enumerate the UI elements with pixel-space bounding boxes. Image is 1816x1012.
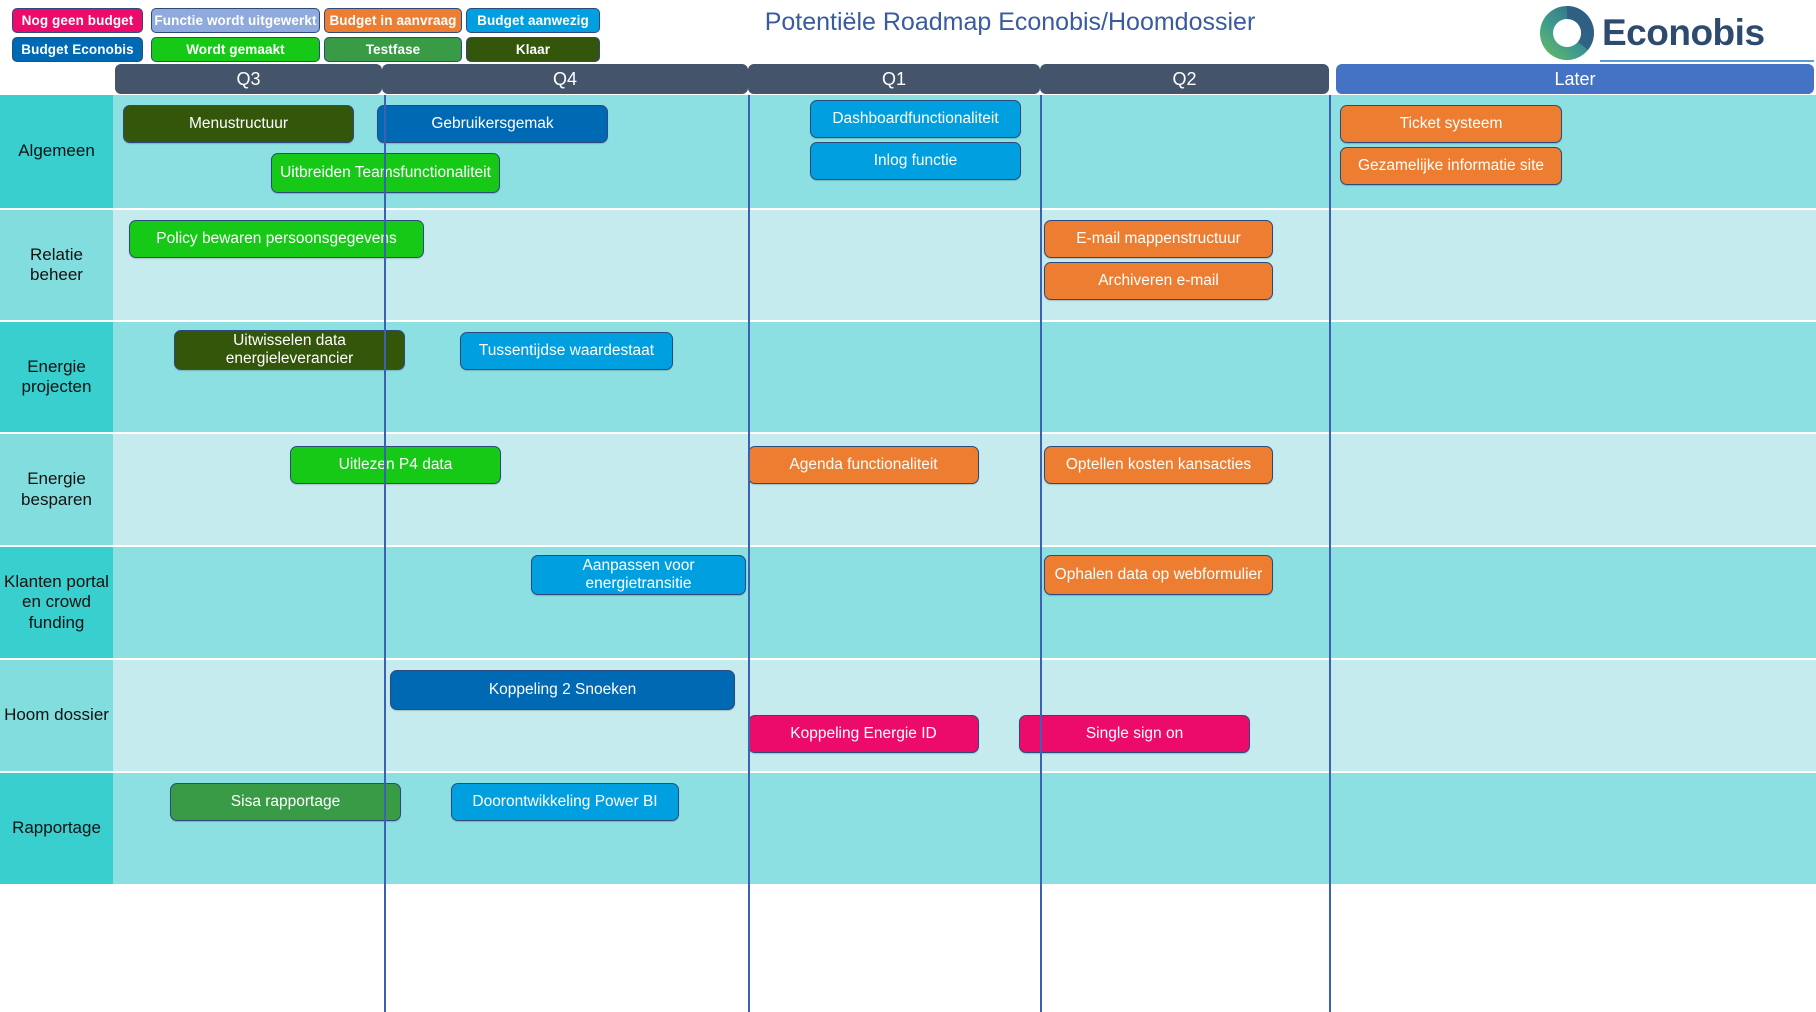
- row-band: Uitwisselen data energieleverancier Tusse…: [113, 322, 1816, 432]
- timeline-header-later[interactable]: Later: [1336, 64, 1814, 94]
- row-band: Sisa rapportage Doorontwikkeling Power BI: [113, 773, 1816, 884]
- row-label: Klanten portal en crowd funding: [0, 547, 113, 658]
- roadmap-card[interactable]: Gezamelijke informatie site: [1340, 147, 1562, 185]
- roadmap-card[interactable]: Tussentijdse waardestaat: [460, 332, 673, 370]
- roadmap-card[interactable]: Uitlezen P4 data: [290, 446, 501, 484]
- row-label: Energie projecten: [0, 322, 113, 432]
- legend-chip[interactable]: Nog geen budget: [12, 8, 143, 33]
- roadmap-card[interactable]: Policy bewaren persoonsgegevens: [129, 220, 424, 258]
- econobis-logo: Econobis: [1536, 2, 1816, 64]
- roadmap-card[interactable]: Koppeling 2 Snoeken: [390, 670, 735, 710]
- row-band: Policy bewaren persoonsgegevens E-mail ma…: [113, 210, 1816, 320]
- today-marker-line: [384, 95, 386, 1012]
- column-divider: [1329, 95, 1331, 1012]
- row-band: Aanpassen voor energietransitie Ophalen d…: [113, 547, 1816, 658]
- row-label: Algemeen: [0, 95, 113, 208]
- legend-chip[interactable]: Testfase: [324, 37, 462, 62]
- roadmap-card[interactable]: Single sign on: [1019, 715, 1250, 753]
- page-title: Potentiële Roadmap Econobis/Hoomdossier: [764, 7, 1256, 36]
- timeline-header-q3[interactable]: Q3: [115, 64, 382, 94]
- legend-chip[interactable]: Klaar: [466, 37, 600, 62]
- roadmap-card[interactable]: Agenda functionaliteit: [748, 446, 979, 484]
- legend-chip[interactable]: Wordt gemaakt: [151, 37, 320, 62]
- roadmap-card[interactable]: Koppeling Energie ID: [748, 715, 979, 753]
- econobis-ring-icon: [1539, 5, 1595, 60]
- row-band: Uitlezen P4 data Agenda functionaliteit Op…: [113, 434, 1816, 545]
- timeline-header-q2[interactable]: Q2: [1040, 64, 1329, 94]
- legend-chip[interactable]: Budget Econobis: [12, 37, 143, 62]
- roadmap-card[interactable]: Sisa rapportage: [170, 783, 401, 821]
- roadmap-card[interactable]: Inlog functie: [810, 142, 1021, 180]
- roadmap-card[interactable]: E-mail mappenstructuur: [1044, 220, 1273, 258]
- row-label: Relatie beheer: [0, 210, 113, 320]
- roadmap-card[interactable]: Optellen kosten kansacties: [1044, 446, 1273, 484]
- column-divider: [1040, 95, 1042, 1012]
- roadmap-card[interactable]: Aanpassen voor energietransitie: [531, 555, 746, 595]
- row-label: Hoom dossier: [0, 660, 113, 771]
- timeline-header-q1[interactable]: Q1: [748, 64, 1040, 94]
- legend-chip[interactable]: Budget in aanvraag: [324, 8, 462, 33]
- roadmap-card[interactable]: Gebruikersgemak: [377, 105, 608, 143]
- roadmap-card[interactable]: Menustructuur: [123, 105, 354, 143]
- row-label: Energie besparen: [0, 434, 113, 545]
- column-divider: [748, 95, 750, 1012]
- roadmap-card[interactable]: Ophalen data op webformulier: [1044, 555, 1273, 595]
- legend-chip[interactable]: Functie wordt uitgewerkt: [151, 8, 320, 33]
- roadmap-card[interactable]: Ticket systeem: [1340, 105, 1562, 143]
- timeline-header-q4[interactable]: Q4: [382, 64, 748, 94]
- logo-underline: [1600, 60, 1814, 62]
- roadmap-card[interactable]: Doorontwikkeling Power BI: [451, 783, 679, 821]
- legend-chip[interactable]: Budget aanwezig: [466, 8, 600, 33]
- row-label: Rapportage: [0, 773, 113, 884]
- roadmap-card[interactable]: Uitwisselen data energieleverancier: [174, 330, 405, 370]
- roadmap-card[interactable]: Archiveren e-mail: [1044, 262, 1273, 300]
- logo-wordmark: Econobis: [1602, 12, 1765, 53]
- roadmap-card[interactable]: Dashboardfunctionaliteit: [810, 100, 1021, 138]
